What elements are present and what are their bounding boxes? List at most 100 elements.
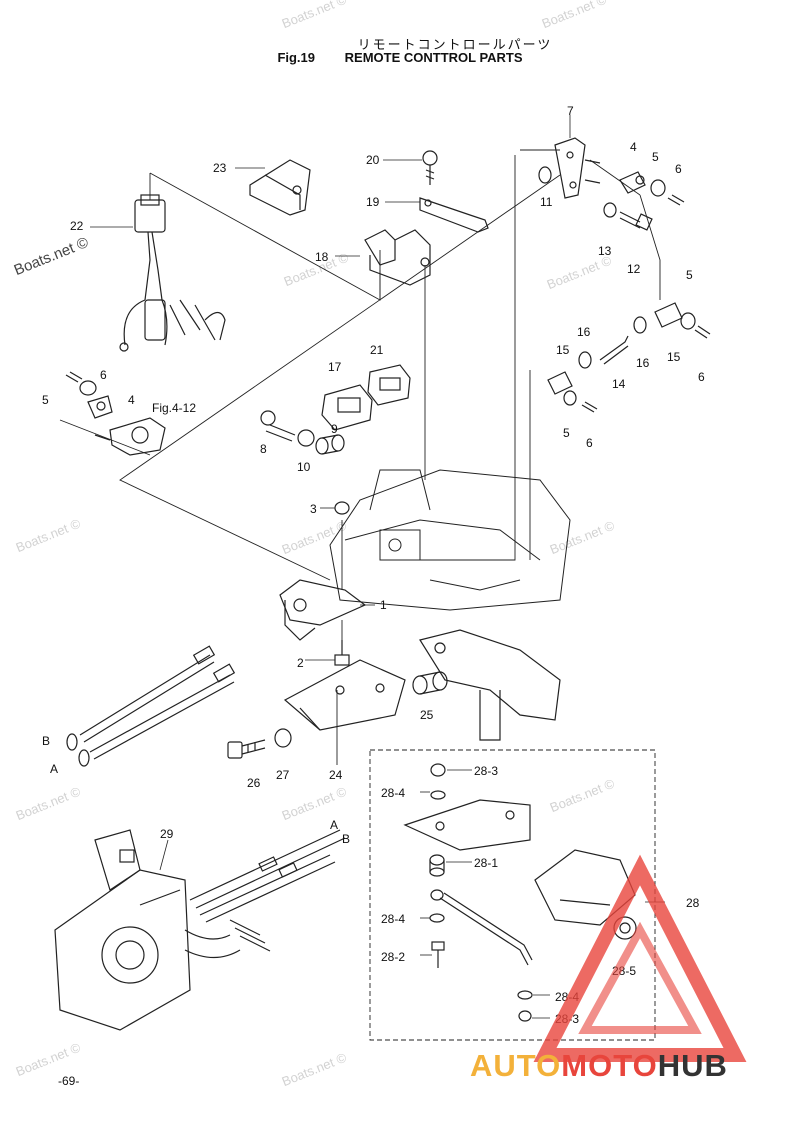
clip-6-lower — [581, 401, 598, 413]
callout-c12: 12 — [627, 262, 641, 276]
callout-c5-left: 5 — [42, 393, 49, 407]
callout-c29: 29 — [160, 827, 174, 841]
callout-c15b: 15 — [667, 350, 681, 364]
ball-joint-15-right — [654, 302, 683, 328]
callout-c10: 10 — [297, 460, 311, 474]
callout-c5b: 5 — [686, 268, 693, 282]
callout-c28-1: 28-1 — [474, 856, 499, 870]
callout-c19: 19 — [366, 195, 380, 209]
clip-6-left — [65, 371, 83, 383]
callout-c2: 2 — [297, 656, 304, 670]
pin-8 — [260, 410, 296, 442]
page-number: -69- — [58, 1074, 80, 1088]
callout-c24: 24 — [329, 768, 343, 782]
bushing-9 — [315, 434, 345, 455]
callout-figref: Fig.4-12 — [152, 401, 197, 415]
remote-control-box-29 — [54, 829, 271, 1031]
washer-28-4-upper — [430, 790, 446, 800]
callout-c27: 27 — [276, 768, 290, 782]
nut-28-3-lower — [518, 1010, 532, 1022]
washer-10 — [297, 429, 315, 447]
bolt-20 — [422, 150, 438, 185]
figure-number: Fig.19 — [277, 50, 316, 65]
link-arm-7 — [554, 137, 601, 199]
callout-c28-4a: 28-4 — [381, 786, 406, 800]
callout-c6-left: 6 — [100, 368, 107, 382]
ball-joint-4-left — [87, 395, 113, 419]
wiring-harness-22 — [119, 194, 226, 352]
bracket-28-plate — [403, 799, 531, 851]
brand-part-auto: AUTO — [470, 1048, 562, 1083]
callout-c18: 18 — [315, 250, 329, 264]
cable-a — [78, 663, 236, 767]
brand-part-moto: MOTO — [561, 1048, 658, 1083]
washer-28-4-mid — [429, 913, 445, 923]
callout-c15a: 15 — [556, 343, 570, 357]
callout-c16b: 16 — [636, 356, 650, 370]
bolt-2 — [334, 640, 350, 666]
remote-cables — [189, 829, 346, 923]
callout-cableB1: B — [42, 734, 51, 748]
pad-17 — [321, 384, 373, 431]
callout-c28-5: 28-5 — [612, 964, 637, 978]
nut-28-3-upper — [430, 763, 446, 777]
figure-caption: REMOTE CONTTROL PARTS — [344, 50, 523, 65]
washer-11 — [538, 166, 552, 184]
callout-c6b: 6 — [698, 370, 705, 384]
bracket-1 — [279, 579, 367, 641]
bracket-18 — [364, 229, 431, 286]
callout-leaders — [90, 115, 665, 1019]
callout-c8: 8 — [260, 442, 267, 456]
pad-21 — [367, 364, 411, 406]
bolt-26 — [227, 739, 266, 759]
callout-c28-4b: 28-4 — [381, 912, 406, 926]
washer-27 — [274, 728, 292, 748]
nut-5-upper — [650, 179, 666, 197]
callout-c3: 3 — [310, 502, 317, 516]
callout-cableB2: B — [342, 832, 351, 846]
bolt-28-2 — [431, 941, 445, 968]
plate-19 — [419, 197, 489, 233]
callout-c20: 20 — [366, 153, 380, 167]
figure-title: Fig.19 REMOTE CONTTROL PARTS — [0, 50, 800, 65]
callout-c1: 1 — [380, 598, 387, 612]
nut-16-right — [633, 316, 647, 334]
clip-6-right — [694, 325, 711, 339]
bushing-28-1 — [429, 854, 445, 877]
callout-c23: 23 — [213, 161, 227, 175]
callout-cableA2: A — [330, 818, 339, 832]
leader-lines — [59, 149, 661, 1041]
callout-c6a: 6 — [675, 162, 682, 176]
callout-c25: 25 — [420, 708, 434, 722]
rod-14 — [599, 335, 629, 365]
callout-c13: 13 — [598, 244, 612, 258]
callout-c28-3a: 28-3 — [474, 764, 499, 778]
bracket-24 — [283, 659, 406, 731]
callout-c28: 28 — [686, 896, 700, 910]
cable-b — [66, 645, 216, 751]
nut-5-right — [680, 312, 696, 330]
japanese-title: リモートコントロールパーツ — [357, 37, 553, 52]
bracket-23 — [249, 159, 311, 216]
nut-3 — [334, 501, 350, 515]
washer-28-4-lower — [517, 990, 533, 1000]
washer-13 — [603, 202, 617, 218]
steering-gimbal — [419, 629, 561, 741]
callout-c4-left: 4 — [128, 393, 135, 407]
lever-part-ref — [94, 417, 166, 456]
nut-5-left — [79, 380, 97, 396]
callout-c28-4c: 28-4 — [555, 990, 580, 1004]
callout-c4a: 4 — [630, 140, 637, 154]
callout-c11: 11 — [540, 195, 553, 209]
remote-housing-28 — [534, 849, 637, 940]
clip-6-upper — [667, 194, 685, 206]
ball-joint-15-left — [547, 371, 573, 395]
callout-c6c: 6 — [586, 436, 593, 450]
rod-28-arm — [430, 889, 533, 966]
callout-c26: 26 — [247, 776, 261, 790]
callout-c21: 21 — [370, 343, 384, 357]
callout-c5c: 5 — [563, 426, 570, 440]
nut-5-lower — [563, 390, 577, 406]
